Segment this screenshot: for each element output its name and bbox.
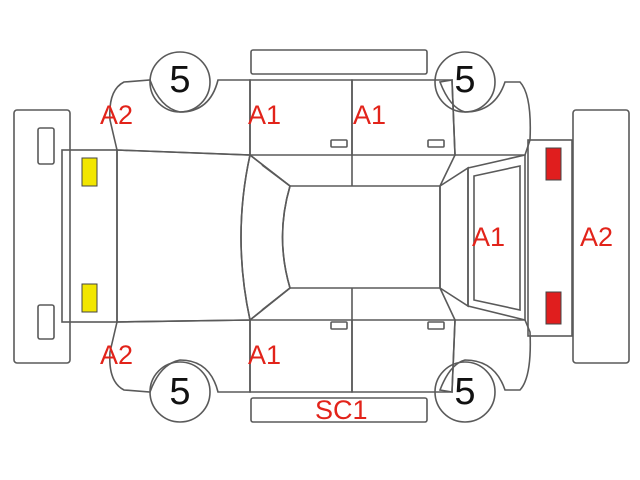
taillight-icon	[545, 147, 562, 325]
front-lamp-bottom	[81, 283, 98, 313]
rear-bumper	[572, 109, 630, 364]
windshield-inner	[261, 164, 291, 311]
front-lamp-top	[81, 157, 98, 187]
right-running-board	[250, 397, 428, 423]
tailgate-panel	[473, 165, 521, 311]
label-right-front-door: A1	[248, 340, 282, 370]
rear-right-wheel	[434, 361, 496, 423]
right-belt-line	[249, 287, 456, 321]
right-front-handle	[330, 321, 348, 330]
rear-left-wheel	[434, 51, 496, 113]
label-left-rear-door: A1	[353, 100, 387, 130]
front-right-wheel	[149, 361, 211, 423]
tire-rear-left: 5	[454, 59, 476, 101]
headlight-icon	[81, 157, 98, 313]
label-tailgate: A1	[472, 222, 506, 252]
rear-lamp-top	[545, 147, 562, 181]
right-front-fender	[108, 319, 251, 393]
left-front-fender	[108, 79, 251, 156]
label-rear-bumper: A2	[580, 222, 614, 252]
car-outline	[13, 49, 630, 423]
left-rear-quarter	[438, 79, 532, 156]
tire-front-right: 5	[169, 371, 191, 413]
tire-front-left: 5	[169, 59, 191, 101]
right-rear-handle	[427, 321, 445, 330]
label-left-front-door: A1	[248, 100, 282, 130]
front-bumper	[13, 109, 71, 364]
left-belt-line	[249, 154, 456, 187]
right-rear-quarter	[438, 319, 532, 393]
label-right-rocker: SC1	[315, 395, 368, 425]
front-bumper-slot-bottom	[37, 304, 55, 340]
hood-panel	[116, 149, 251, 323]
rear-lamp-panel	[527, 139, 573, 337]
left-front-handle	[330, 139, 348, 148]
label-right-front-fender: A2	[100, 340, 134, 370]
roof	[281, 185, 441, 289]
front-left-wheel	[149, 51, 211, 113]
left-running-board	[250, 49, 428, 75]
rear-glass	[439, 166, 469, 308]
front-bumper-slot-top	[37, 127, 55, 165]
rear-lamp-bottom	[545, 291, 562, 325]
label-left-front-fender: A2	[100, 100, 134, 130]
left-rear-handle	[427, 139, 445, 148]
tire-rear-right: 5	[454, 371, 476, 413]
